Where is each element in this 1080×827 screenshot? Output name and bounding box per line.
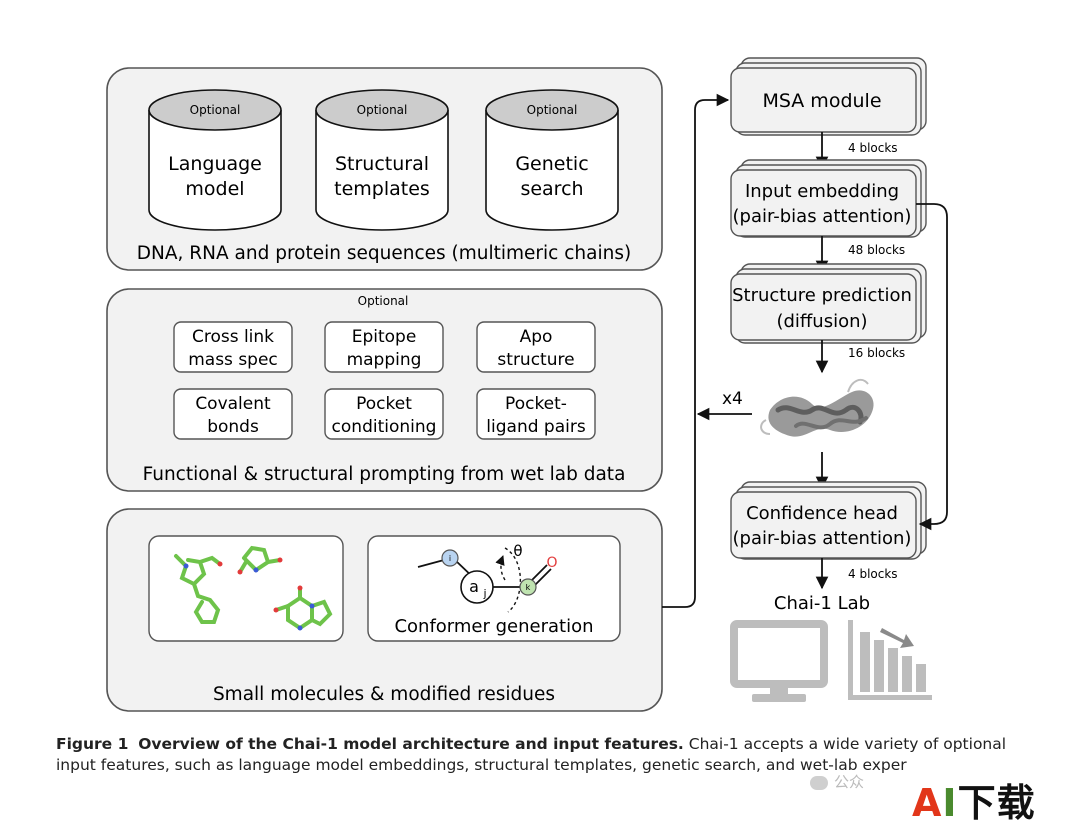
svg-text:ligand pairs: ligand pairs <box>486 417 586 437</box>
oxygen-label: O <box>546 555 557 571</box>
svg-text:Pocket: Pocket <box>356 394 412 414</box>
svg-text:Epitope: Epitope <box>352 327 417 347</box>
database-label: Language <box>168 153 262 175</box>
svg-text:Structure prediction: Structure prediction <box>732 285 912 306</box>
block-count: 48 blocks <box>848 243 905 257</box>
block-count: 4 blocks <box>848 567 898 581</box>
atom-k-icon <box>519 578 537 596</box>
svg-text:(diffusion): (diffusion) <box>776 311 867 332</box>
svg-text:conditioning: conditioning <box>332 417 437 437</box>
svg-text:bonds: bonds <box>207 417 259 437</box>
svg-text:j: j <box>482 587 486 600</box>
atom-i-icon <box>441 549 459 567</box>
svg-text:MSA module: MSA module <box>762 90 881 112</box>
protein-structure-icon <box>760 378 874 437</box>
optional-tag: Optional <box>357 103 408 117</box>
figure-label: Figure 1 <box>56 735 129 753</box>
svg-text:Cross link: Cross link <box>192 327 274 347</box>
figure-title: Overview of the Chai-1 model architectur… <box>138 735 684 753</box>
prompt-pocket-conditioning: Pocket conditioning <box>324 388 444 440</box>
chat-icon <box>810 775 828 790</box>
block-count: 16 blocks <box>848 346 905 360</box>
conformer-label: Conformer generation <box>394 616 593 637</box>
svg-text:mapping: mapping <box>347 350 422 370</box>
database-label: Genetic <box>515 153 588 175</box>
sequences-panel: Optional Language model Optional Structu… <box>106 67 663 271</box>
bar-chart-icon <box>848 620 932 700</box>
conformer-box: i a j k O θ Conformer generation <box>367 535 621 642</box>
input-embedding-block: Input embedding (pair-bias attention) <box>730 159 927 238</box>
prompt-apo-structure: Apo structure <box>476 321 596 373</box>
svg-text:mass spec: mass spec <box>188 350 278 370</box>
database-language-model: Optional Language model <box>148 89 282 231</box>
prompting-panel: Optional Cross link mass spec Epitope ma… <box>106 288 663 492</box>
svg-text:Pocket-: Pocket- <box>505 394 567 414</box>
optional-tag: Optional <box>358 294 409 308</box>
figure-caption: Figure 1 Overview of the Chai-1 model ar… <box>56 734 1036 776</box>
svg-text:a: a <box>469 577 479 596</box>
svg-text:Apo: Apo <box>520 327 553 347</box>
optional-tag: Optional <box>190 103 241 117</box>
molecules-panel: i a j k O θ Conformer generation Small m… <box>106 508 663 712</box>
svg-text:(pair-bias attention): (pair-bias attention) <box>733 206 912 227</box>
angle-label: θ <box>513 542 522 560</box>
block-count: 4 blocks <box>848 141 898 155</box>
svg-text:Covalent: Covalent <box>195 394 271 414</box>
database-label: model <box>185 178 244 200</box>
prompt-cross-link: Cross link mass spec <box>173 321 293 373</box>
database-label: Structural <box>335 153 429 175</box>
watermark-brand: AI下载 <box>912 781 1036 825</box>
skip-connector-arrow <box>916 203 948 531</box>
svg-text:(pair-bias attention): (pair-bias attention) <box>733 528 912 549</box>
optional-tag: Optional <box>527 103 578 117</box>
output-label: Chai-1 Lab <box>774 593 870 614</box>
svg-text:i: i <box>449 554 451 563</box>
database-label: search <box>520 178 583 200</box>
figure-body: Chai-1 accepts a wide variety of optiona… <box>56 735 1007 774</box>
monitor-icon <box>730 620 828 702</box>
panel-caption: Small molecules & modified residues <box>213 684 555 705</box>
input-connector-arrow <box>662 93 730 608</box>
atom-j-icon <box>460 570 494 604</box>
confidence-head-block: Confidence head (pair-bias attention) <box>730 481 927 560</box>
svg-text:Input embedding: Input embedding <box>745 181 899 202</box>
watermark-publisher: 公众 <box>810 771 864 792</box>
prompt-epitope-mapping: Epitope mapping <box>324 321 444 373</box>
panel-caption: Functional & structural prompting from w… <box>143 464 626 485</box>
molecule-structures-box <box>148 535 344 642</box>
database-label: templates <box>334 178 430 200</box>
recycle-label: x4 <box>722 389 743 409</box>
database-genetic-search: Optional Genetic search <box>485 89 619 231</box>
prompt-pocket-ligand-pairs: Pocket- ligand pairs <box>476 388 596 440</box>
svg-text:k: k <box>526 583 531 592</box>
svg-text:Confidence head: Confidence head <box>746 503 898 524</box>
msa-module-block: MSA module <box>730 57 927 136</box>
prompt-covalent-bonds: Covalent bonds <box>173 388 293 440</box>
database-structural-templates: Optional Structural templates <box>315 89 449 231</box>
structure-prediction-block: Structure prediction (diffusion) <box>730 263 927 344</box>
svg-text:structure: structure <box>497 350 574 370</box>
panel-caption: DNA, RNA and protein sequences (multimer… <box>137 243 631 264</box>
